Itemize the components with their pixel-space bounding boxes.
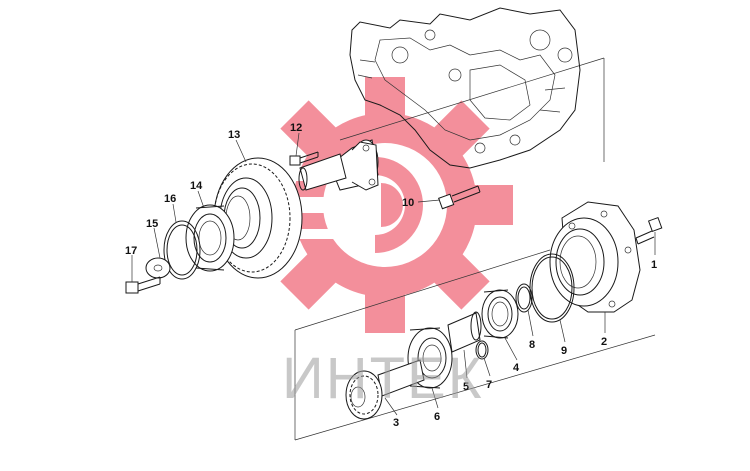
callout-16: 16 bbox=[164, 193, 176, 205]
callout-1: 1 bbox=[651, 259, 657, 271]
transmission-case bbox=[349, 7, 581, 169]
callout-9: 9 bbox=[561, 345, 567, 357]
snap-ring-8 bbox=[515, 283, 533, 313]
callout-8: 8 bbox=[529, 339, 535, 351]
bearing-4 bbox=[481, 289, 519, 339]
callout-15: 15 bbox=[146, 218, 158, 230]
callout-17: 17 bbox=[125, 245, 137, 257]
snap-ring-15 bbox=[145, 257, 171, 279]
snap-ring-7 bbox=[475, 340, 489, 360]
callout-14: 14 bbox=[190, 180, 203, 192]
callout-13: 13 bbox=[228, 129, 240, 141]
bolt-12 bbox=[289, 151, 319, 166]
bolt-1 bbox=[635, 216, 663, 245]
watermark-text: ИНТЕК bbox=[282, 346, 483, 411]
shaft-flange bbox=[298, 139, 379, 191]
bolt-17 bbox=[125, 276, 161, 294]
callout-2: 2 bbox=[601, 336, 607, 348]
callout-12: 12 bbox=[290, 122, 302, 134]
bearing-14 bbox=[185, 204, 235, 272]
callout-6: 6 bbox=[434, 411, 440, 423]
pinion-shaft-3 bbox=[345, 359, 425, 420]
bolt-10 bbox=[438, 185, 481, 210]
callout-5: 5 bbox=[463, 381, 469, 393]
callout-labels: 1 2 3 4 5 6 7 8 9 10 12 13 14 15 16 17 bbox=[125, 122, 657, 429]
callout-10: 10 bbox=[402, 197, 414, 209]
leader-lines bbox=[131, 132, 656, 416]
snap-ring-16 bbox=[163, 220, 201, 280]
perspective-frame bbox=[294, 57, 656, 441]
callout-4: 4 bbox=[513, 362, 520, 374]
spacer-5 bbox=[447, 311, 482, 353]
callout-3: 3 bbox=[393, 417, 399, 429]
callout-7: 7 bbox=[486, 379, 492, 391]
bearing-housing-2 bbox=[549, 201, 641, 313]
